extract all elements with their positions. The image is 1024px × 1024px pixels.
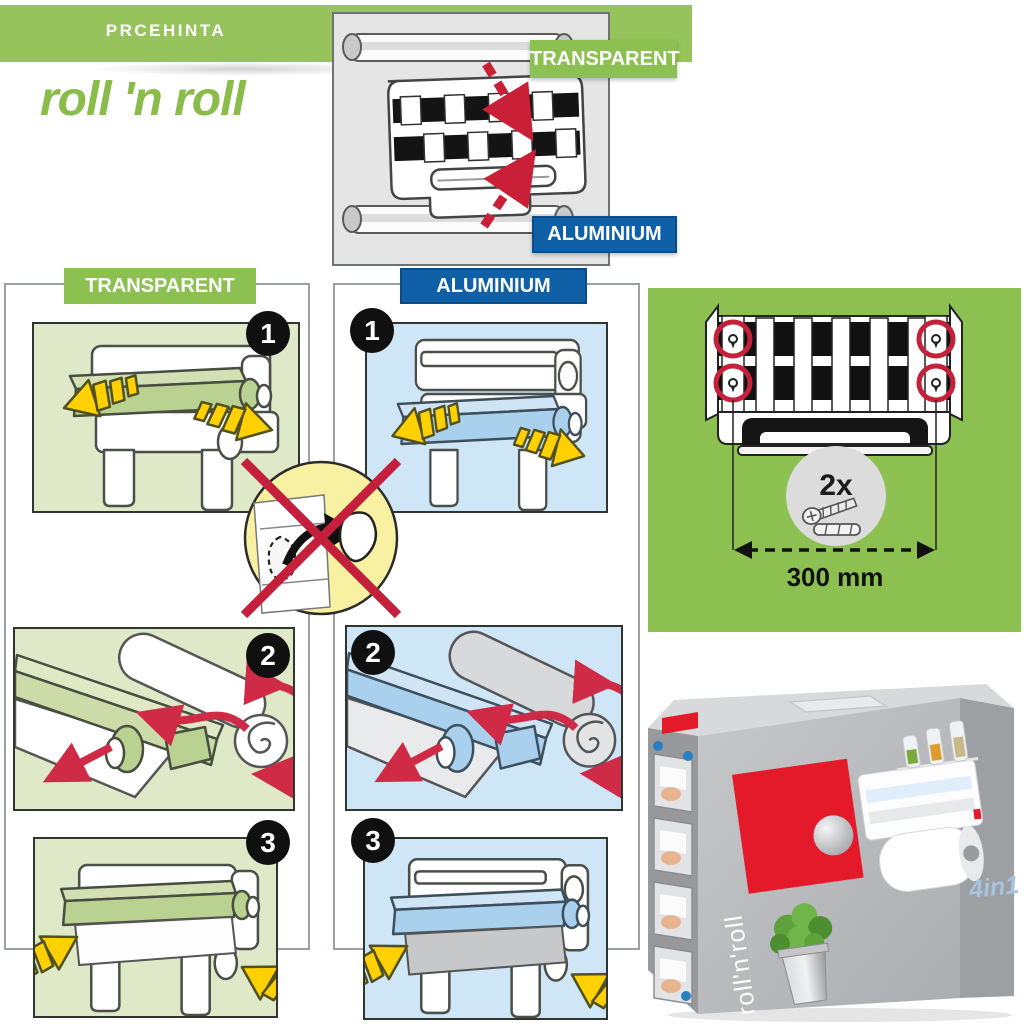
foil-rail-photo	[868, 797, 976, 825]
unit-back-view	[705, 303, 963, 456]
screw-icon	[801, 497, 858, 526]
front-face-content: roll'n'roll	[720, 720, 984, 1017]
transparent-step-1-badge: 1	[246, 311, 290, 356]
aluminium-step-2-illustration	[347, 630, 621, 799]
red-cross-icon	[240, 457, 402, 619]
aluminium-step-1-badge: 1	[350, 308, 394, 353]
wall-plug-icon	[813, 523, 861, 536]
product-box: roll'n'roll 4in1	[640, 684, 1024, 1024]
transparent-step-3-badge: 3	[246, 820, 290, 865]
hanging-sheet	[74, 915, 237, 967]
knob	[338, 511, 378, 563]
aluminium-step-3-badge: 3	[351, 818, 395, 863]
insert-arrow-right-icon	[561, 956, 606, 1018]
rotate-arrow-icon	[282, 523, 331, 567]
weave-slats	[721, 315, 948, 413]
unroll-arrows-icon	[374, 659, 621, 799]
banner-shadow	[90, 62, 390, 76]
feature-badge: 4in1	[967, 871, 1021, 904]
transparent-step-3-illustration	[35, 863, 276, 1016]
mounting-panel: 2x 300 mm	[648, 288, 1021, 632]
product-box-illustration: roll'n'roll 4in1	[648, 684, 1021, 1022]
label-aluminium-top: ALUMINIUM	[532, 216, 677, 253]
tiny-logo	[973, 808, 982, 820]
transparent-step-1-illustration	[56, 344, 280, 511]
aluminium-step-1-panel	[365, 322, 608, 513]
transparent-step-2-badge: 2	[246, 633, 290, 678]
brand-logo-text: PRCEHINTA	[105, 21, 227, 40]
film-rail-photo	[865, 775, 973, 804]
insert-arrow-right-icon	[231, 949, 276, 1016]
product-title: roll 'n roll	[40, 73, 246, 126]
hanging-foil	[404, 924, 567, 976]
mounting-illustration: 2x 300 mm	[705, 303, 963, 592]
box-shadow	[668, 1008, 1012, 1022]
label-transparent-top: TRANSPARENT	[530, 40, 680, 78]
basil-plant	[770, 903, 833, 1005]
wall-unit	[387, 73, 587, 219]
box-top-red-tab	[662, 712, 698, 734]
distance-arrow-icon	[734, 541, 935, 559]
screw-count: 2x	[819, 469, 853, 502]
do-not-rotate-warning	[228, 445, 414, 631]
insert-arrow-top-icon	[482, 61, 534, 142]
wall-sphere	[813, 815, 854, 856]
foil-rail	[389, 888, 591, 936]
box-dispenser-photo	[857, 720, 984, 892]
aluminium-step-2-panel	[345, 625, 623, 811]
transparent-step-2-panel	[13, 627, 295, 811]
keyhole-icons	[728, 334, 941, 393]
spice-jars	[902, 720, 969, 769]
film-rail	[59, 879, 261, 927]
column-transparent-header: TRANSPARENT	[64, 268, 256, 304]
column-aluminium-header: ALUMINIUM	[400, 268, 587, 304]
aluminium-step-3-illustration	[365, 857, 606, 1018]
distance-label: 300 mm	[787, 562, 884, 592]
aluminium-step-1-illustration	[385, 338, 590, 511]
handle	[742, 418, 928, 452]
insert-arrow-bottom-icon	[480, 149, 537, 229]
warning-illustration	[240, 457, 402, 619]
aluminium-step-2-badge: 2	[351, 630, 395, 675]
unroll-arrows-icon	[42, 661, 293, 799]
transparent-step-2-illustration	[15, 632, 293, 799]
aluminium-step-3-panel	[363, 837, 608, 1020]
overview-diagram	[332, 12, 610, 266]
roll-core	[963, 845, 980, 862]
transparent-step-1-panel	[32, 322, 300, 513]
box-carry-handle	[787, 695, 889, 713]
spine-thumbnail-content	[653, 741, 693, 1001]
transparent-step-3-panel	[33, 837, 278, 1018]
brand-red-square	[732, 758, 864, 894]
